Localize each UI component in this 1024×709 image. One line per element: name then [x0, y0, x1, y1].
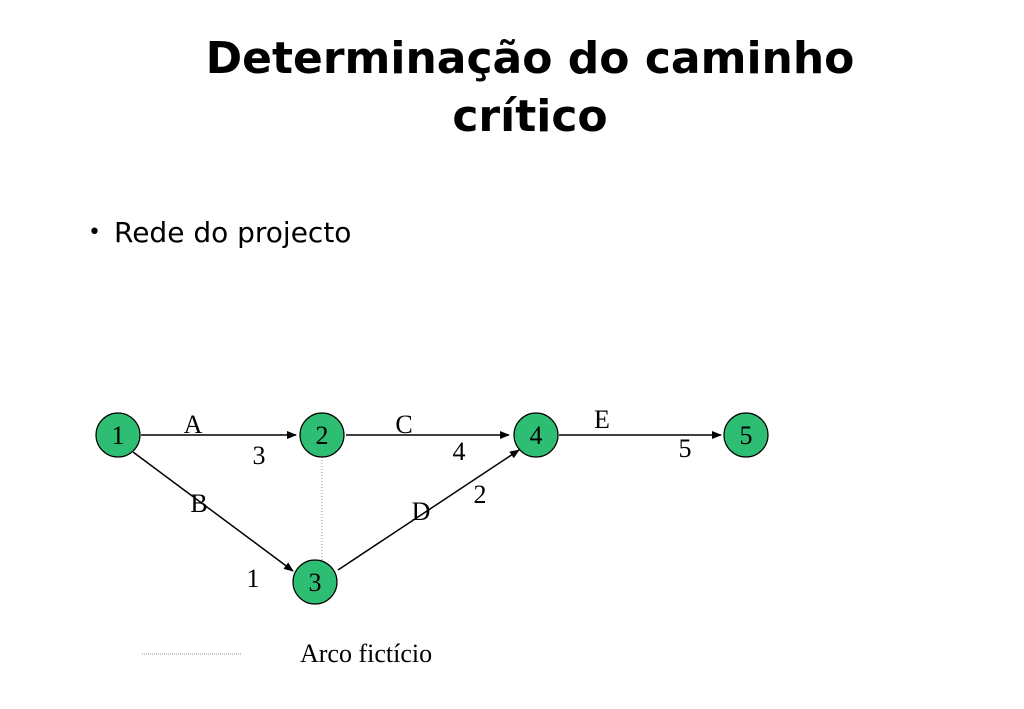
activity-arc-b	[132, 451, 294, 572]
activity-name-a: A	[184, 410, 203, 439]
activity-duration-e: 5	[679, 434, 692, 463]
activity-arc-d	[337, 449, 520, 571]
node-3-label: 3	[309, 568, 322, 597]
node-3: 3	[292, 559, 338, 605]
node-1-label: 1	[112, 421, 125, 450]
bullet-item: • Rede do projecto	[88, 213, 351, 253]
activity-name-c: C	[395, 410, 412, 439]
activity-name-b: B	[190, 489, 207, 518]
title-line-1: Determinação do caminho	[205, 33, 855, 84]
activity-duration-c: 4	[453, 437, 466, 466]
bullet-dot-icon: •	[88, 220, 101, 245]
activity-name-e: E	[594, 405, 610, 434]
node-2: 2	[299, 412, 345, 458]
activity-duration-b: 1	[247, 564, 260, 593]
node-1: 1	[95, 412, 141, 458]
node-5-label: 5	[740, 421, 753, 450]
node-4: 4	[513, 412, 559, 458]
node-4-label: 4	[530, 421, 543, 450]
legend-label: Arco fictício	[300, 639, 432, 668]
node-2-label: 2	[316, 421, 329, 450]
activity-name-d: D	[412, 497, 431, 526]
activity-duration-d: 2	[474, 480, 487, 509]
bullet-text: Rede do projecto	[114, 216, 352, 249]
node-5: 5	[723, 412, 769, 458]
title-line-2: crítico	[452, 91, 608, 142]
activity-duration-a: 3	[253, 441, 266, 470]
slide-title: Determinação do caminho crítico	[0, 30, 1024, 146]
